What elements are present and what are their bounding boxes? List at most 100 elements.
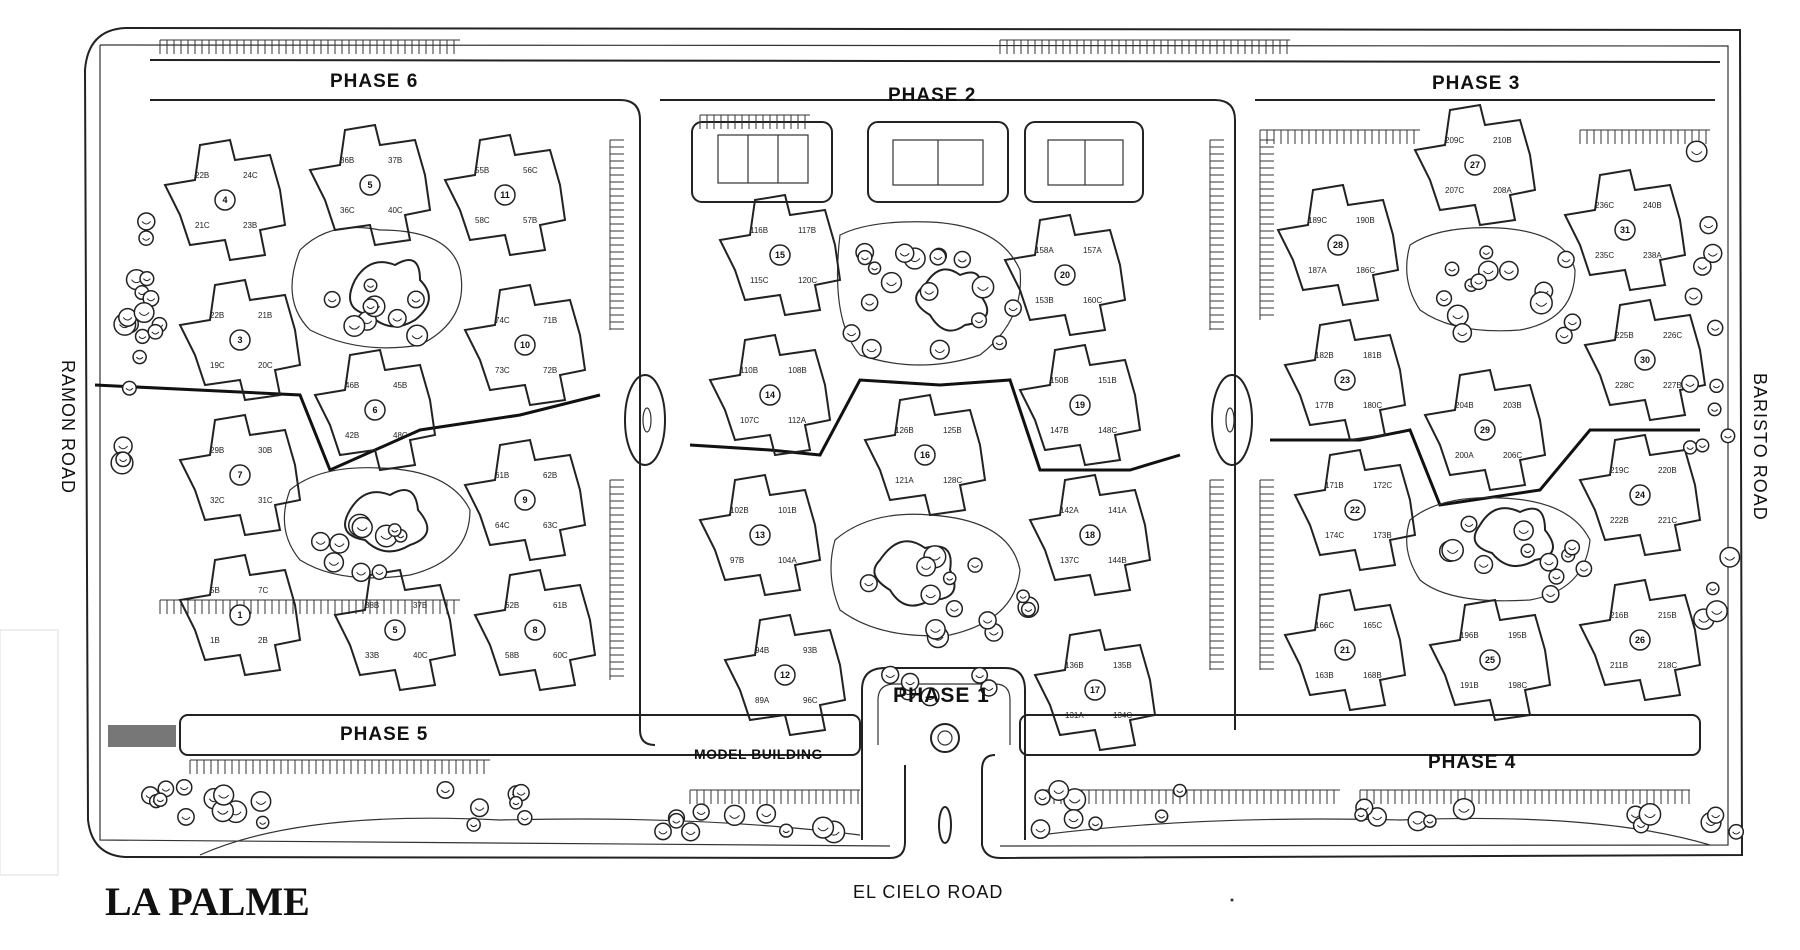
- unit-label: 62B: [543, 471, 557, 480]
- building-number: 15: [775, 250, 785, 260]
- building-number: 28: [1333, 240, 1343, 250]
- unit-label: 116B: [750, 226, 768, 235]
- building-number: 24: [1635, 490, 1645, 500]
- unit-label: 187A: [1308, 266, 1327, 275]
- unit-label: 225B: [1615, 331, 1634, 340]
- unit-label: 168B: [1363, 671, 1382, 680]
- unit-label: 56C: [523, 166, 538, 175]
- building-number: 5: [392, 625, 397, 635]
- unit-label: 42B: [345, 431, 359, 440]
- scan-edge: [0, 629, 59, 876]
- unit-label: 135B: [1113, 661, 1132, 670]
- unit-label: 216B: [1610, 611, 1629, 620]
- unit-label: 31C: [258, 496, 273, 505]
- unit-label: 126B: [895, 426, 914, 435]
- unit-label: 36B: [340, 156, 354, 165]
- building-number: 22: [1350, 505, 1360, 515]
- unit-label: 107C: [740, 416, 759, 425]
- unit-label: 22B: [210, 311, 224, 320]
- unit-label: 210B: [1493, 136, 1512, 145]
- ramon-road-label: RAMON ROAD: [58, 360, 78, 494]
- unit-label: 158A: [1035, 246, 1054, 255]
- model-building-label: MODEL BUILDING: [694, 746, 823, 762]
- unit-label: 144B: [1108, 556, 1127, 565]
- building-number: 1: [237, 610, 242, 620]
- building-number: 6: [372, 405, 377, 415]
- unit-label: 72B: [543, 366, 557, 375]
- unit-label: 180C: [1363, 401, 1382, 410]
- unit-label: 110B: [740, 366, 758, 375]
- building-number: 8: [532, 625, 537, 635]
- unit-label: 136B: [1065, 661, 1084, 670]
- unit-label: 121A: [895, 476, 914, 485]
- unit-label: 74C: [495, 316, 510, 325]
- unit-label: 190B: [1356, 216, 1375, 225]
- unit-label: 40C: [388, 206, 403, 215]
- building-number: 27: [1470, 160, 1480, 170]
- phase-4-label: PHASE 4: [1428, 752, 1516, 773]
- unit-label: 64C: [495, 521, 510, 530]
- building-number: 3: [237, 335, 242, 345]
- unit-label: 166C: [1315, 621, 1334, 630]
- unit-label: 20C: [258, 361, 273, 370]
- unit-label: 93B: [803, 646, 817, 655]
- unit-label: 32C: [210, 496, 225, 505]
- unit-label: 177B: [1315, 401, 1334, 410]
- building-number: 7: [237, 470, 242, 480]
- trees-layer: [110, 140, 1745, 844]
- unit-label: 208A: [1493, 186, 1512, 195]
- perimeter-drive: [149, 59, 1721, 746]
- unit-label: 71B: [543, 316, 557, 325]
- unit-label: 22B: [195, 171, 209, 180]
- unit-label: 21C: [195, 221, 210, 230]
- tennis-courts: [691, 121, 833, 203]
- unit-label: 172C: [1373, 481, 1392, 490]
- building-number: 21: [1340, 645, 1350, 655]
- building-number: 30: [1640, 355, 1650, 365]
- lake-phase5: [344, 489, 429, 553]
- building-number: 18: [1085, 530, 1095, 540]
- building-number: 10: [520, 340, 530, 350]
- unit-label: 58C: [475, 216, 490, 225]
- unit-label: 120C: [798, 276, 817, 285]
- median-west: [624, 374, 666, 466]
- unit-label: 163B: [1315, 671, 1334, 680]
- unit-label: 61B: [553, 601, 567, 610]
- unit-label: 24C: [243, 171, 258, 180]
- unit-label: 228C: [1615, 381, 1634, 390]
- unit-label: 160C: [1083, 296, 1102, 305]
- unit-label: 89A: [755, 696, 770, 705]
- unit-label: 112A: [788, 416, 807, 425]
- building-number: 26: [1635, 635, 1645, 645]
- unit-label: 215B: [1658, 611, 1677, 620]
- unit-label: 235C: [1595, 251, 1614, 260]
- building-number: 23: [1340, 375, 1350, 385]
- entry-fountain: [930, 723, 960, 753]
- unit-label: 46B: [345, 381, 359, 390]
- unit-label: 218C: [1658, 661, 1677, 670]
- unit-label: 182B: [1315, 351, 1334, 360]
- building-number: 25: [1485, 655, 1495, 665]
- el-cielo-road-label: EL CIELO ROAD: [853, 882, 1003, 902]
- unit-label: 204B: [1455, 401, 1474, 410]
- unit-label: 96C: [803, 696, 818, 705]
- unit-label: 7C: [258, 586, 268, 595]
- unit-label: 148C: [1098, 426, 1117, 435]
- hatched-area: [108, 725, 176, 747]
- lake-phase4: [1473, 507, 1554, 568]
